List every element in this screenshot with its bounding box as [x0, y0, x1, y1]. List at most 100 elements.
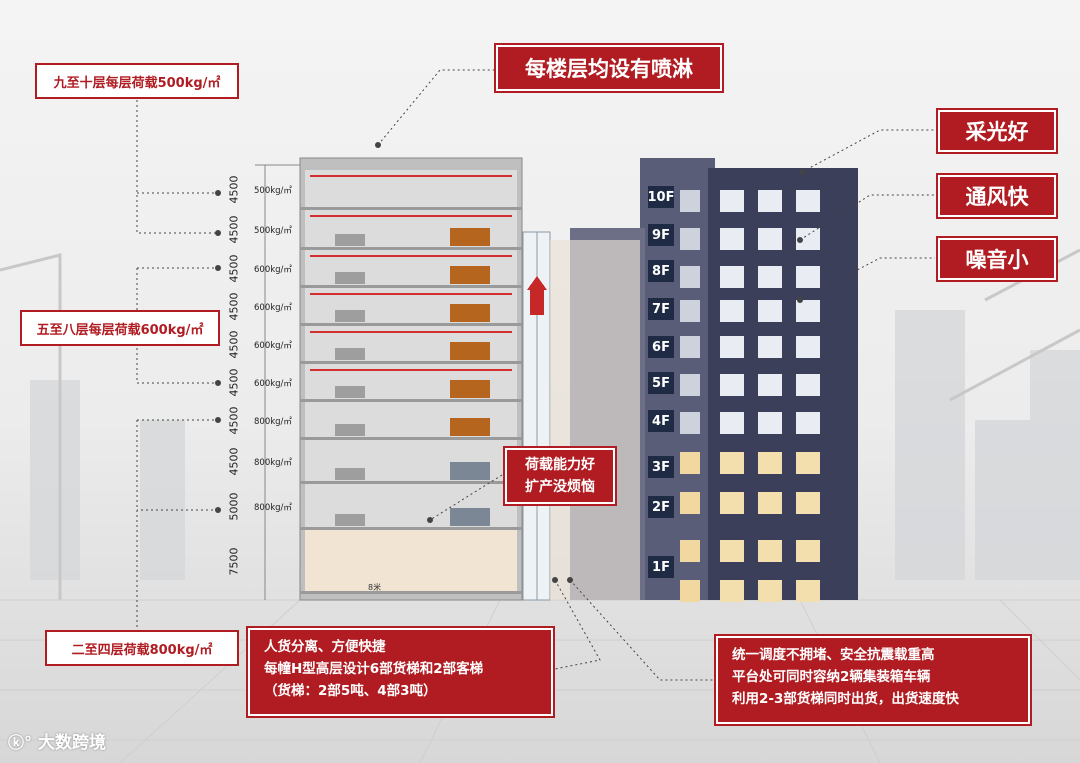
floor-height-label: 4500: [227, 406, 241, 435]
cargo-stack: [450, 228, 490, 246]
window: [680, 540, 700, 562]
window: [720, 300, 744, 322]
cargo-stack: [450, 342, 490, 360]
window: [720, 228, 744, 250]
window: [758, 580, 782, 602]
floor-height-label: 7500: [227, 547, 241, 576]
feature-tag-noise: 噪音小: [938, 238, 1056, 280]
window: [796, 336, 820, 358]
floor-slab: [305, 530, 517, 591]
window: [720, 374, 744, 396]
floor-load-label: 800kg/㎡: [254, 458, 292, 468]
floor-height-label: 4500: [227, 215, 241, 244]
window: [720, 336, 744, 358]
elevator-note: 人货分离、方便快捷 每幢H型高层设计6部货梯和2部客梯 （货梯：2部5吨、4部3…: [248, 628, 553, 716]
window: [796, 266, 820, 288]
equipment: [335, 514, 365, 526]
cargo-stack: [450, 462, 490, 480]
window: [720, 412, 744, 434]
window: [680, 266, 700, 288]
dispatch-note-line-2: 平台处可同时容纳2辆集装箱车辆: [732, 669, 931, 685]
window: [796, 412, 820, 434]
floor-number-badge: 3F: [648, 456, 674, 478]
elevator-note-line-3: （货梯：2部5吨、4部3吨）: [264, 683, 437, 699]
floor-number-badge: 5F: [648, 372, 674, 394]
watermark-text: 大数跨境: [38, 733, 107, 753]
floor-load-label: 600kg/㎡: [254, 379, 292, 389]
window: [758, 374, 782, 396]
equipment: [335, 468, 365, 480]
floor-height-label: 4500: [227, 368, 241, 397]
floor-number-badge: 6F: [648, 336, 674, 358]
floor-number-badge: 8F: [648, 260, 674, 282]
floor-number-badge: 9F: [648, 224, 674, 246]
floor-load-label: 500kg/㎡: [254, 186, 292, 196]
logo-icon: ⓚ°: [8, 732, 33, 752]
window: [796, 190, 820, 212]
window: [680, 412, 700, 434]
window: [758, 336, 782, 358]
floor-load-label: 800kg/㎡: [254, 417, 292, 427]
window: [680, 452, 700, 474]
feature-tag-lighting: 采光好: [938, 110, 1056, 152]
window: [758, 452, 782, 474]
window: [796, 452, 820, 474]
dispatch-note: 统一调度不拥堵、安全抗震载重高 平台处可同时容纳2辆集装箱车辆 利用2-3部货梯…: [716, 636, 1030, 724]
span-label: 8米: [368, 583, 382, 592]
floor-height-label: 5000: [227, 492, 241, 521]
window: [680, 300, 700, 322]
floor-number-badge: 1F: [648, 556, 674, 578]
floor-height-label: 4500: [227, 447, 241, 476]
floor-load-label: 500kg/㎡: [254, 226, 292, 236]
window: [758, 266, 782, 288]
window: [680, 336, 700, 358]
floor-height-label: 4500: [227, 292, 241, 321]
window: [720, 452, 744, 474]
equipment: [335, 310, 365, 322]
floor-load-label: 600kg/㎡: [254, 303, 292, 313]
window: [796, 374, 820, 396]
window: [758, 300, 782, 322]
elevator-note-line-2: 每幢H型高层设计6部货梯和2部客梯: [264, 661, 484, 677]
floor-height-label: 4500: [227, 175, 241, 204]
floor-height-label: 4500: [227, 254, 241, 283]
window: [680, 228, 700, 250]
window: [680, 492, 700, 514]
floor-number-badge: 10F: [648, 186, 675, 208]
window: [758, 540, 782, 562]
equipment: [335, 386, 365, 398]
floor-load-label: 600kg/㎡: [254, 265, 292, 275]
dispatch-note-line-1: 统一调度不拥堵、安全抗震载重高: [732, 647, 935, 663]
cargo-stack: [450, 508, 490, 526]
window: [796, 492, 820, 514]
cargo-stack: [450, 266, 490, 284]
window: [720, 266, 744, 288]
watermark: ⓚ° 大数跨境: [8, 728, 107, 754]
window: [758, 412, 782, 434]
floor-number-badge: 7F: [648, 298, 674, 320]
window: [796, 228, 820, 250]
cargo-stack: [450, 304, 490, 322]
dispatch-note-line-3: 利用2-3部货梯同时出货，出货速度快: [732, 691, 959, 707]
window: [680, 580, 700, 602]
window: [720, 190, 744, 212]
equipment: [335, 234, 365, 246]
window: [796, 300, 820, 322]
elevator-note-line-1: 人货分离、方便快捷: [264, 639, 386, 655]
window: [796, 580, 820, 602]
equipment: [335, 348, 365, 360]
window: [758, 492, 782, 514]
equipment: [335, 272, 365, 284]
window: [796, 540, 820, 562]
page-title: 每楼层均设有喷淋: [496, 45, 722, 91]
feature-tag-ventilation: 通风快: [938, 175, 1056, 217]
side-label-bottom: 二至四层荷载800kg/㎡: [45, 630, 239, 666]
side-label-top: 九至十层每层荷载500kg/㎡: [35, 63, 239, 99]
cargo-stack: [450, 418, 490, 436]
floor-load-label: 600kg/㎡: [254, 341, 292, 351]
cargo-stack: [450, 380, 490, 398]
load-capacity-tag: 荷载能力好 扩产没烦恼: [505, 448, 615, 504]
side-label-middle: 五至八层每层荷载600kg/㎡: [20, 310, 220, 346]
window: [758, 228, 782, 250]
